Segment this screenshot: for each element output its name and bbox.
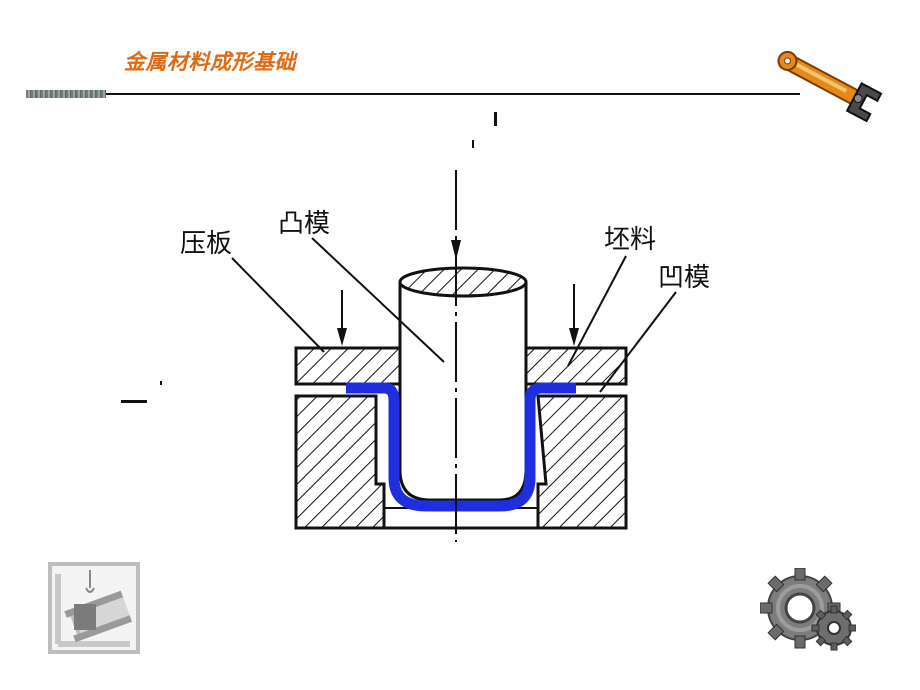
leader-blank: [567, 255, 627, 367]
stray-mark-top: [494, 112, 497, 126]
punch: [398, 282, 528, 502]
gears-icon: [760, 568, 856, 651]
header-rule-block: [26, 90, 106, 98]
label-blank: 坯料: [604, 225, 656, 255]
label-pressure-plate: 压板: [180, 229, 232, 259]
label-die: 凹模: [658, 263, 710, 293]
plate-arrow-right-head: [569, 328, 579, 346]
pressure-plate-left: [294, 346, 402, 386]
punch-arrow-head: [451, 240, 461, 260]
punch-top: [398, 266, 528, 298]
blank: [346, 382, 576, 512]
stray-mark-top-small: [472, 140, 474, 148]
wrench-icon: [777, 50, 883, 123]
die-right: [536, 394, 628, 530]
stray-mark-left-dot: [160, 381, 162, 385]
slide-title: 金属材料成形基础: [124, 50, 296, 74]
stray-mark-left: [121, 400, 147, 403]
plate-arrow-left-head: [337, 328, 347, 346]
leader-pressure-plate: [231, 257, 325, 353]
header-rule-line: [106, 93, 800, 95]
leader-punch: [311, 237, 445, 363]
die-left: [294, 394, 386, 530]
leader-die: [599, 291, 677, 393]
label-punch: 凸模: [278, 209, 330, 239]
i-beam-logo-icon: [48, 562, 140, 654]
